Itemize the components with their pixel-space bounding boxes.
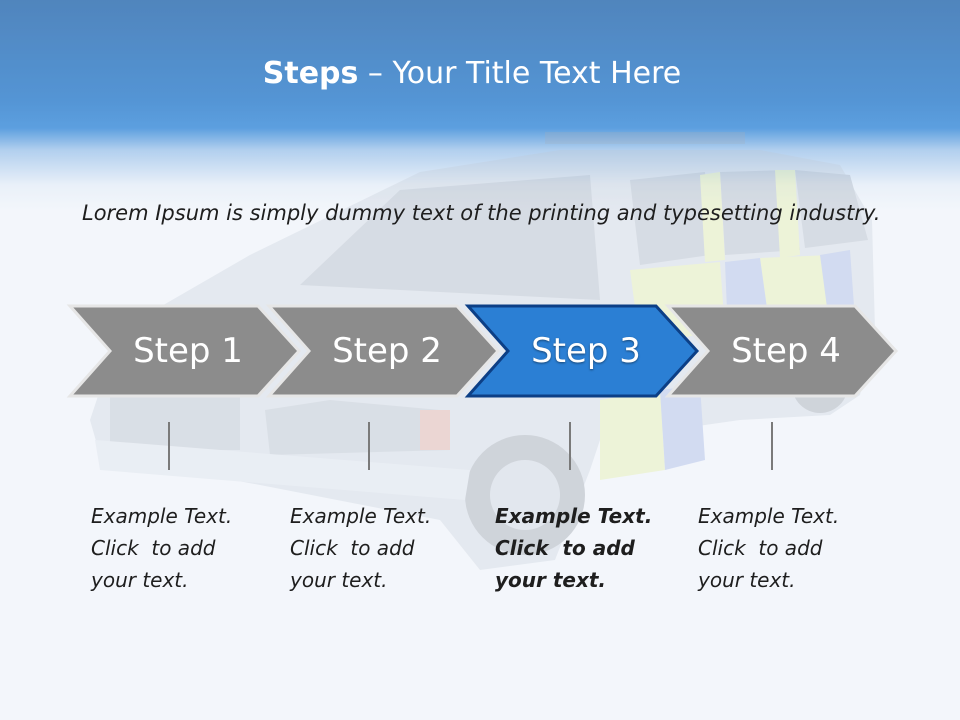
step-4-arrow: [664, 304, 899, 398]
title-bold: Steps: [262, 56, 359, 91]
step-2-connector: [368, 422, 370, 470]
title-rest: – Your Title Text Here: [358, 56, 682, 91]
desc-line: Click to add: [290, 536, 415, 560]
desc-line: your text.: [91, 568, 189, 592]
intro-text[interactable]: Lorem Ipsum is simply dummy text of the …: [82, 201, 881, 225]
desc-line: Example Text.: [91, 504, 233, 528]
page-title: Steps – Your Title Text Here: [0, 54, 944, 94]
desc-line: your text.: [495, 568, 607, 592]
step-3-description[interactable]: Example Text. Click to add your text.: [495, 500, 675, 596]
step-2-description[interactable]: Example Text. Click to add your text.: [290, 500, 470, 596]
desc-line: Click to add: [698, 536, 823, 560]
desc-line: Click to add: [91, 536, 216, 560]
step-1-description[interactable]: Example Text. Click to add your text.: [91, 500, 271, 596]
header-band: [0, 0, 960, 210]
desc-line: your text.: [698, 568, 796, 592]
step-1-connector: [168, 422, 170, 470]
step-2-arrow: [265, 304, 501, 398]
step-4-label[interactable]: Step 4: [731, 331, 841, 371]
step-3-connector: [569, 422, 571, 470]
desc-line: Example Text.: [698, 504, 840, 528]
step-1-label[interactable]: Step 1: [133, 331, 243, 371]
step-4-description[interactable]: Example Text. Click to add your text.: [698, 500, 878, 596]
desc-line: your text.: [290, 568, 388, 592]
desc-line: Click to add: [495, 536, 635, 560]
step-3-arrow: [464, 304, 700, 398]
step-3-label[interactable]: Step 3: [531, 331, 641, 371]
step-4-connector: [771, 422, 773, 470]
desc-line: Example Text.: [495, 504, 653, 528]
desc-line: Example Text.: [290, 504, 432, 528]
step-2-label[interactable]: Step 2: [332, 331, 442, 371]
step-1-arrow: [66, 304, 302, 398]
